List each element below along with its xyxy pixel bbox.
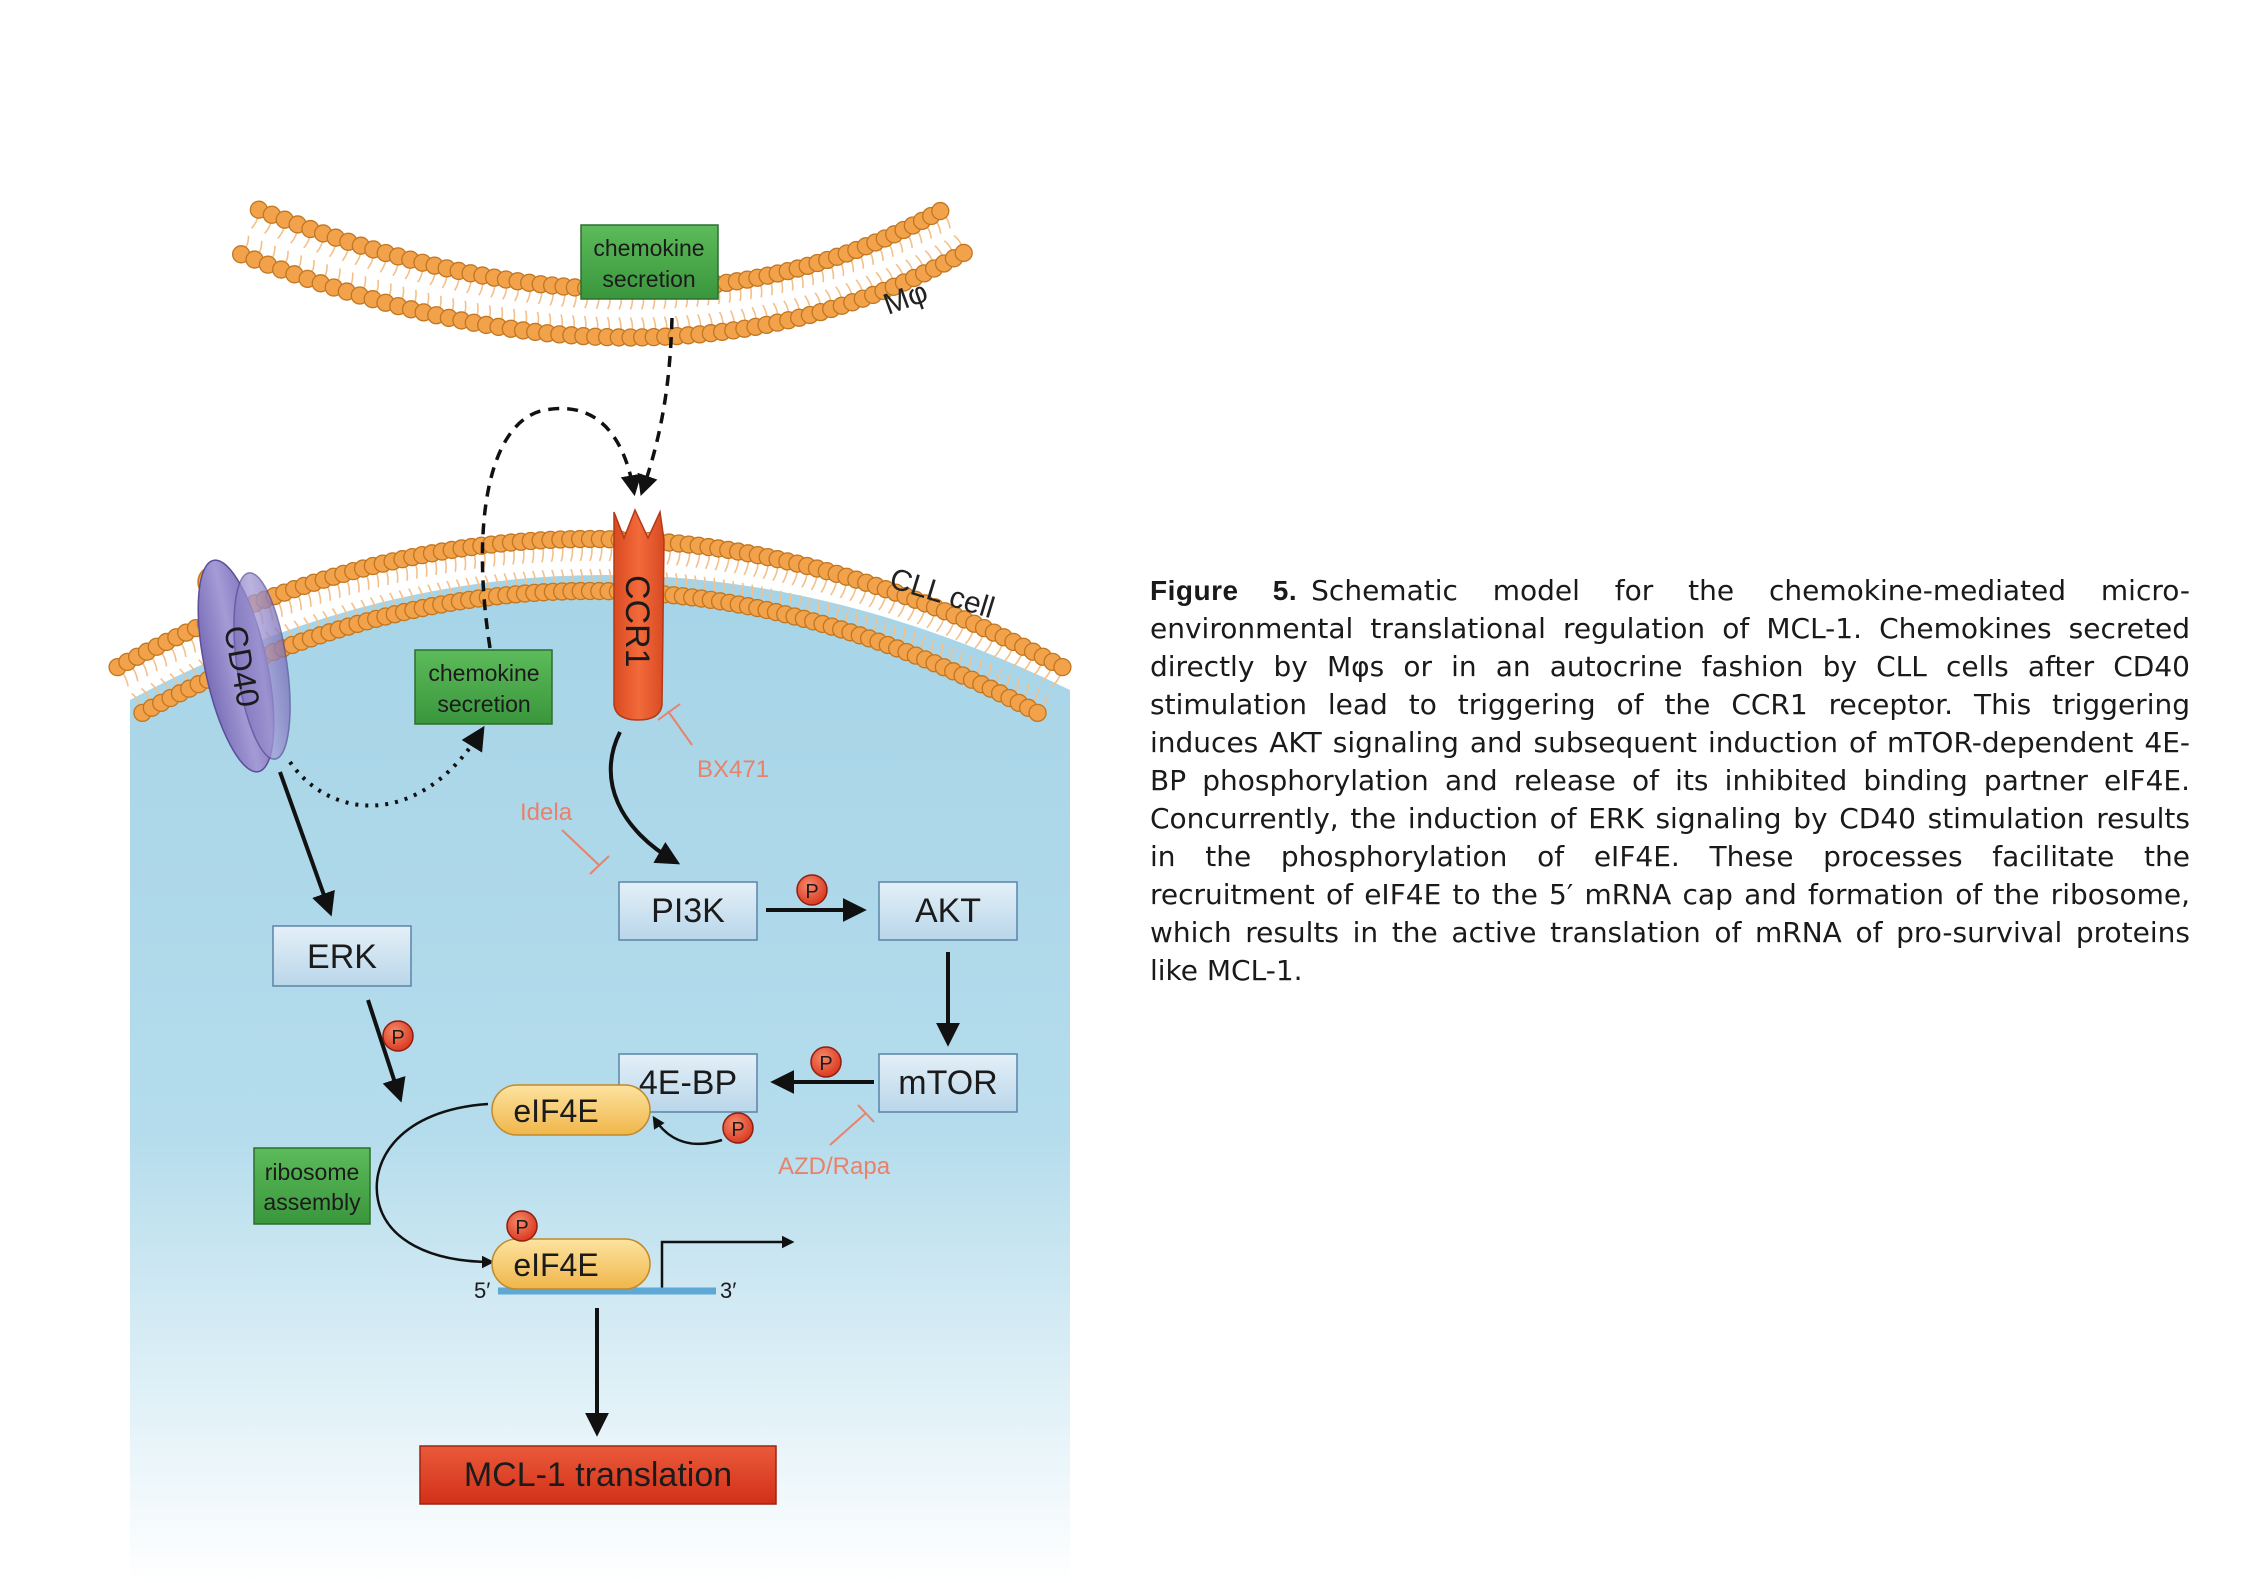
mtor-node: mTOR [878,1053,1018,1113]
cd40-receptor: CD40 [197,559,291,773]
svg-text:Idela: Idela [520,799,573,826]
idela-inhibitor: Idela [520,799,610,875]
ribosome-assembly-box: ribosome assembly [253,1147,371,1225]
svg-text:BX471: BX471 [697,756,769,783]
cll-cytoplasm [130,574,1070,1583]
svg-text:PI3K: PI3K [651,892,725,930]
chemokine-secretion-cll: chemokine secretion [414,649,553,725]
phospho-badge-eif4e-cap: P [506,1210,538,1242]
mcl1-translation-box: MCL-1 translation [419,1445,777,1505]
svg-text:AZD/Rapa: AZD/Rapa [778,1153,891,1180]
mrna-cap-complex: eIF4E 5′ 3′ [474,1238,736,1303]
svg-text:ribosome: ribosome [265,1159,360,1185]
ccr1-to-pi3k-arrow [608,731,681,865]
azd-rapa-inhibitor: AZD/Rapa [778,1104,891,1180]
erk-node: ERK [272,925,412,987]
autocrine-chemokine-arrow [480,406,642,649]
svg-text:secretion: secretion [437,691,530,717]
mrna-5-prime-label: 5′ [474,1278,490,1303]
svg-text:eIF4E: eIF4E [513,1093,598,1129]
phospho-release-arrow [652,1115,723,1146]
svg-text:P: P [805,881,818,903]
svg-text:4E-BP: 4E-BP [639,1064,737,1102]
eif4e-bound-node: eIF4E [491,1084,651,1136]
akt-node: AKT [878,881,1018,941]
phospho-badge-4ebp: P [810,1046,842,1078]
erk-to-ribosome-arrow [366,999,406,1103]
phospho-badge-erk: P [382,1020,414,1052]
svg-text:CCR1: CCR1 [618,575,656,668]
pi3k-node: PI3K [618,881,758,941]
cll-cell-membrane [108,529,1072,722]
svg-text:secretion: secretion [602,266,695,292]
ccr1-receptor: CCR1 [613,508,665,721]
eif4e-recruitment-arrow [375,1102,495,1269]
phospho-badges: P P P P P [382,874,842,1242]
eif4e-release-paths [375,1102,795,1288]
phospho-badge-akt: P [796,874,828,906]
svg-text:AKT: AKT [915,892,981,930]
svg-text:P: P [731,1119,744,1141]
svg-text:P: P [391,1027,404,1049]
svg-text:MCL-1 translation: MCL-1 translation [464,1456,732,1494]
cd40-to-erk-arrow [278,771,335,917]
bx471-inhibitor: BX471 [657,703,769,783]
svg-text:mTOR: mTOR [898,1064,997,1102]
svg-text:chemokine: chemokine [428,660,539,686]
svg-text:P: P [819,1053,832,1075]
mrna-3-prime-label: 3′ [720,1278,736,1303]
signaling-arrows [278,731,960,1437]
phospho-badge-released: P [722,1112,754,1144]
caption-text: Schematic model for the chemokine-mediat… [1150,574,2190,987]
cd40-to-secretion-dotted-arrow [288,725,485,808]
chemokine-secretion-macrophage: chemokine secretion [580,224,719,300]
svg-text:ERK: ERK [307,938,377,976]
4ebp-node: 4E-BP [618,1053,758,1113]
figure-caption: Figure 5.Schematic model for the chemoki… [1150,572,2190,990]
macrophage-chemokine-arrow [637,317,674,496]
svg-text:P: P [515,1217,528,1239]
svg-text:eIF4E: eIF4E [513,1247,598,1283]
chemokine-paths [480,317,674,649]
transcription-start-arrow [660,1235,795,1288]
macrophage-membrane [231,200,973,347]
caption-label: Figure 5. [1150,575,1298,606]
svg-text:assembly: assembly [263,1189,361,1215]
svg-text:chemokine: chemokine [593,235,704,261]
